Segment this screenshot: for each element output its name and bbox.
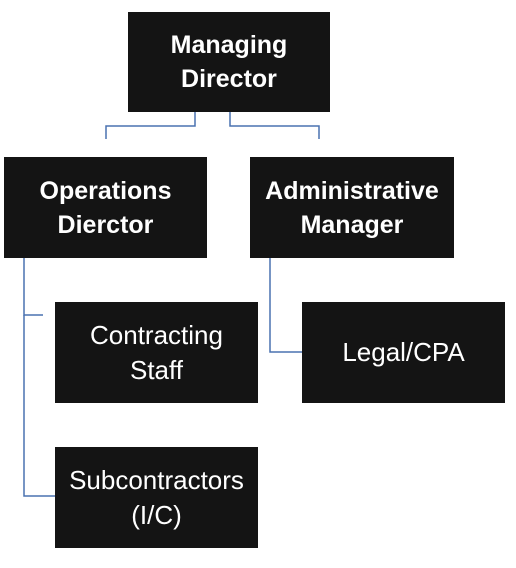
connector-root-to-operations [105,112,196,139]
connector-operations-to-contracting-staff [23,258,43,316]
subcontractors-label: Subcontractors (I/C) [69,464,244,530]
legal-cpa-box: Legal/CPA [302,302,505,403]
managing-director-label: Managing Director [170,31,288,93]
connector-root-to-administration [229,112,320,139]
connector-operations-to-subcontractors [23,315,55,497]
operations-director-box: Operations Dierctor [4,157,207,258]
legal-cpa-label: Legal/CPA [342,337,465,367]
subcontractors-box: Subcontractors (I/C) [55,447,258,548]
contracting-staff-box: Contracting Staff [55,302,258,403]
administrative-manager-box: Administrative Manager [250,157,454,258]
managing-director-box: Managing Director [128,12,330,112]
operations-director-label: Operations Dierctor [39,176,172,239]
connector-administration-to-legal-cpa [269,258,302,353]
administrative-manager-label: Administrative Manager [265,176,439,239]
contracting-staff-label: Contracting Staff [90,319,223,385]
